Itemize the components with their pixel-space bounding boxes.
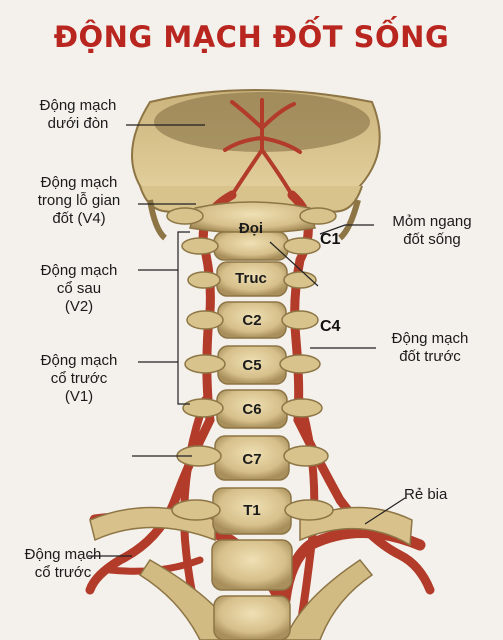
label-v4-artery: Động mạch trong lỗ gian đốt (V4)	[37, 174, 121, 227]
level-label-c1: C1	[320, 231, 341, 248]
label-transverse-process: Mỏm ngang đốt sống	[392, 213, 472, 248]
label-anterior-cervical-artery: Động mạch cổ trước	[24, 546, 102, 581]
vertebra-label-axis: Truc	[235, 270, 267, 287]
vertebra-stack	[166, 201, 337, 640]
vertebra-label-c6: C6	[242, 401, 262, 418]
level-label-c4: C4	[320, 318, 341, 335]
vertebra-label-c5: C5	[242, 357, 262, 374]
vertebra-label-c2: C2	[242, 312, 262, 329]
label-anterior-vertebral-artery: Động mạch đốt trước	[391, 330, 469, 365]
label-v2-artery: Động mạch cổ sau (V2)	[40, 262, 118, 315]
leader-lines	[88, 124, 406, 557]
vertebra-label-c7: C7	[242, 451, 262, 468]
vertebra-label-atlas: Đọi	[238, 220, 264, 237]
vertebra-label-t1: T1	[243, 502, 261, 519]
label-subclavian-artery: Động mạch dưới đòn	[39, 97, 117, 132]
page-title: ĐỘNG MẠCH ĐỐT SỐNG	[53, 20, 450, 54]
label-v1-artery: Động mạch cổ trước (V1)	[40, 352, 118, 405]
label-rib: Rẻ bia	[404, 486, 448, 503]
